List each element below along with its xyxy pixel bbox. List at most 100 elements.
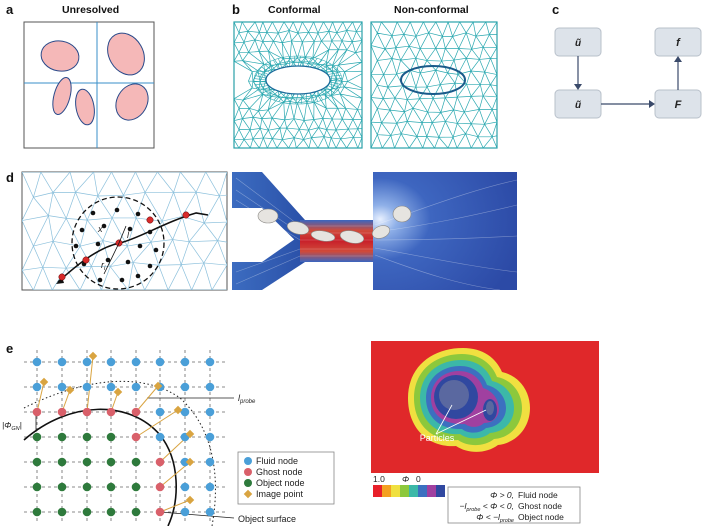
panel-a-title: Unresolved xyxy=(62,4,120,16)
particles-label: Particles xyxy=(420,433,455,443)
grid-node xyxy=(82,357,92,367)
condition-ghost: −lprobe < Φ < 0, xyxy=(459,501,514,513)
label-r: ri xyxy=(101,260,106,272)
grid-node xyxy=(180,482,190,492)
legend-image-label: Image point xyxy=(256,489,304,499)
grid-node xyxy=(155,432,165,442)
image-point-marker xyxy=(173,405,183,415)
grid-node xyxy=(180,382,190,392)
legend-ghost-marker xyxy=(244,468,252,476)
grid-node xyxy=(57,357,67,367)
panel-b-conformal-mesh xyxy=(233,21,363,149)
panel-c-flowchart: ũ f ũ F xyxy=(554,27,702,119)
grid-node xyxy=(131,382,141,392)
panel-d-kernel: x ri l xyxy=(21,171,228,291)
panel-c-letter: c xyxy=(552,2,560,17)
grid-node xyxy=(205,407,215,417)
grid-node xyxy=(57,507,67,517)
grid-node xyxy=(32,507,42,517)
grid-node xyxy=(106,507,116,517)
grid-node xyxy=(82,432,92,442)
grid-node xyxy=(205,482,215,492)
grid-node xyxy=(32,407,42,417)
grid-node xyxy=(131,482,141,492)
colorbar-swatch xyxy=(391,485,400,497)
legend-ghost-label: Ghost node xyxy=(256,467,303,477)
colorbar-swatch xyxy=(373,485,382,497)
grid-node xyxy=(205,457,215,467)
grid-node xyxy=(180,507,190,517)
colorbar-swatch xyxy=(427,485,436,497)
condition-fluid-label: Fluid node xyxy=(518,490,558,500)
panel-b-nonconformal-mesh xyxy=(370,21,498,149)
colorbar-swatch xyxy=(409,485,418,497)
colorbar-swatch xyxy=(382,485,391,497)
grid-node xyxy=(106,482,116,492)
grid-node xyxy=(57,457,67,467)
grid-node xyxy=(106,357,116,367)
grid-node xyxy=(205,507,215,517)
grid-node xyxy=(32,382,42,392)
condition-fluid: Φ > 0, xyxy=(490,490,514,500)
image-point-marker xyxy=(39,377,49,387)
grid-node xyxy=(180,357,190,367)
grid-node xyxy=(82,482,92,492)
phi-conditions-box: Φ > 0, Fluid node −lprobe < Φ < 0, Ghost… xyxy=(447,486,581,524)
grid-node xyxy=(32,457,42,467)
grid-node xyxy=(205,357,215,367)
grid-node xyxy=(131,507,141,517)
grid-node xyxy=(106,407,116,417)
colorbar-swatch xyxy=(418,485,427,497)
grid-node xyxy=(82,382,92,392)
colorbar: 1.0 Φ 0 xyxy=(373,474,445,497)
image-point-marker xyxy=(113,387,123,397)
grid-node xyxy=(106,432,116,442)
legend-object-marker xyxy=(244,479,252,487)
colorbar-symbol: Φ xyxy=(402,474,409,484)
grid-node xyxy=(82,407,92,417)
colorbar-min: 0 xyxy=(416,474,421,484)
grid-node xyxy=(205,432,215,442)
colorbar-max: 1.0 xyxy=(373,474,385,484)
legend-fluid-label: Fluid node xyxy=(256,456,298,466)
panel-b-title-conformal: Conformal xyxy=(268,4,321,16)
panel-a-letter: a xyxy=(6,2,14,17)
object-surface-label: Object surface xyxy=(238,514,296,524)
grid-node xyxy=(82,457,92,467)
colorbar-swatch xyxy=(436,485,445,497)
grid-node xyxy=(106,457,116,467)
grid-node xyxy=(155,457,165,467)
panel-d-flow-simulation xyxy=(232,172,518,291)
grid-node xyxy=(131,357,141,367)
box-u-tilde-top: ũ xyxy=(575,38,581,49)
grid-node xyxy=(32,482,42,492)
grid-node xyxy=(155,357,165,367)
condition-object-label: Object node xyxy=(518,512,564,522)
grid-node xyxy=(131,457,141,467)
grid-node xyxy=(205,382,215,392)
panel-e-level-set-field: Particles xyxy=(371,341,599,473)
grid-node xyxy=(57,482,67,492)
legend-object-label: Object node xyxy=(256,478,305,488)
image-point-marker xyxy=(88,351,98,361)
panel-a-unresolved xyxy=(23,21,155,149)
ghost-distance-label: |ΦGN| xyxy=(2,420,22,432)
box-f: f xyxy=(676,37,681,49)
grid-node xyxy=(155,482,165,492)
image-point-marker xyxy=(153,381,163,391)
image-point-marker xyxy=(185,429,195,439)
grid-node xyxy=(180,457,190,467)
grid-node xyxy=(57,432,67,442)
label-l: l xyxy=(127,230,130,240)
grid-node xyxy=(155,507,165,517)
image-point-marker xyxy=(185,457,195,467)
grid-node xyxy=(131,432,141,442)
probe-label: lprobe xyxy=(238,393,256,405)
legend-image-marker xyxy=(243,489,253,499)
panel-e-ghost-node-grid: lprobe Object surface |ΦGN| xyxy=(2,350,296,526)
grid-node xyxy=(180,407,190,417)
image-point-marker xyxy=(65,385,75,395)
legend-fluid-marker xyxy=(244,457,252,465)
panel-d-letter: d xyxy=(6,170,14,185)
